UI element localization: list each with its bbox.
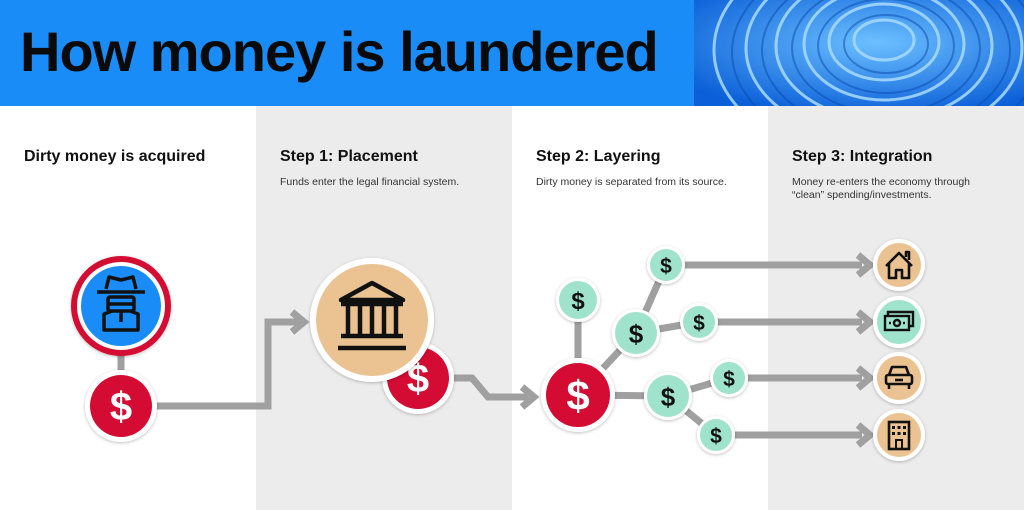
svg-text:$: $ xyxy=(661,382,676,412)
integration-destinations xyxy=(873,239,925,461)
svg-text:$: $ xyxy=(723,368,735,391)
car-icon xyxy=(884,365,914,389)
teal-dollar: $ xyxy=(697,416,735,454)
column-title: Step 3: Integration xyxy=(792,148,933,165)
svg-text:$: $ xyxy=(693,312,705,335)
column-acquired: Dirty money is acquired xyxy=(0,106,256,510)
arrow-right-icon xyxy=(855,422,876,448)
teal-dollar: $ xyxy=(556,278,600,322)
layering-main-dollar: $ xyxy=(541,358,615,432)
page-title: How money is laundered xyxy=(20,20,659,83)
building-destination xyxy=(873,409,925,461)
bank-icon xyxy=(338,280,406,351)
criminal-node xyxy=(71,256,171,356)
column-title: Step 2: Layering xyxy=(536,148,661,165)
svg-text:$: $ xyxy=(110,385,132,429)
svg-text:$: $ xyxy=(566,372,589,419)
teal-dollar: $ xyxy=(647,246,685,284)
layering-teal-dollars: $ $ $ $ $ $ $ xyxy=(556,246,748,454)
cash-destination xyxy=(873,296,925,348)
arrow-right-icon xyxy=(519,384,540,410)
column-title: Step 1: Placement xyxy=(280,148,418,165)
svg-text:$: $ xyxy=(629,319,644,349)
connector-lines xyxy=(117,261,862,439)
column-description: Money re-enters the economy through “cle… xyxy=(792,176,971,201)
building-icon xyxy=(887,420,911,451)
cash-icon xyxy=(883,310,915,332)
svg-text:$: $ xyxy=(710,425,722,448)
dirty-money-dollar: $ xyxy=(85,370,157,442)
arrow-right-icon xyxy=(289,309,310,335)
car-destination xyxy=(873,352,925,404)
svg-text:$: $ xyxy=(660,255,672,278)
house-icon xyxy=(885,250,913,280)
teal-dollar: $ xyxy=(710,359,748,397)
arrow-right-icon xyxy=(855,309,876,335)
column-description: Funds enter the legal financial system. xyxy=(280,176,460,188)
teal-dollar: $ xyxy=(612,309,660,357)
house-destination xyxy=(873,239,925,291)
column-title: Dirty money is acquired xyxy=(24,148,206,165)
arrow-right-icon xyxy=(855,365,876,391)
header-banner: How money is laundered xyxy=(0,0,1024,106)
column-layering: Step 2: Layering Dirty money is separate… xyxy=(512,106,768,510)
teal-dollar: $ xyxy=(644,372,692,420)
teal-dollar: $ xyxy=(680,303,718,341)
arrowheads xyxy=(289,252,876,448)
svg-text:$: $ xyxy=(407,357,429,401)
arrow-right-icon xyxy=(855,252,876,278)
column-description: Dirty money is separated from its source… xyxy=(536,176,727,188)
criminal-hat-icon xyxy=(97,275,145,332)
swirl-decoration xyxy=(694,0,1024,106)
bank-node xyxy=(310,258,434,382)
svg-text:$: $ xyxy=(571,288,585,315)
